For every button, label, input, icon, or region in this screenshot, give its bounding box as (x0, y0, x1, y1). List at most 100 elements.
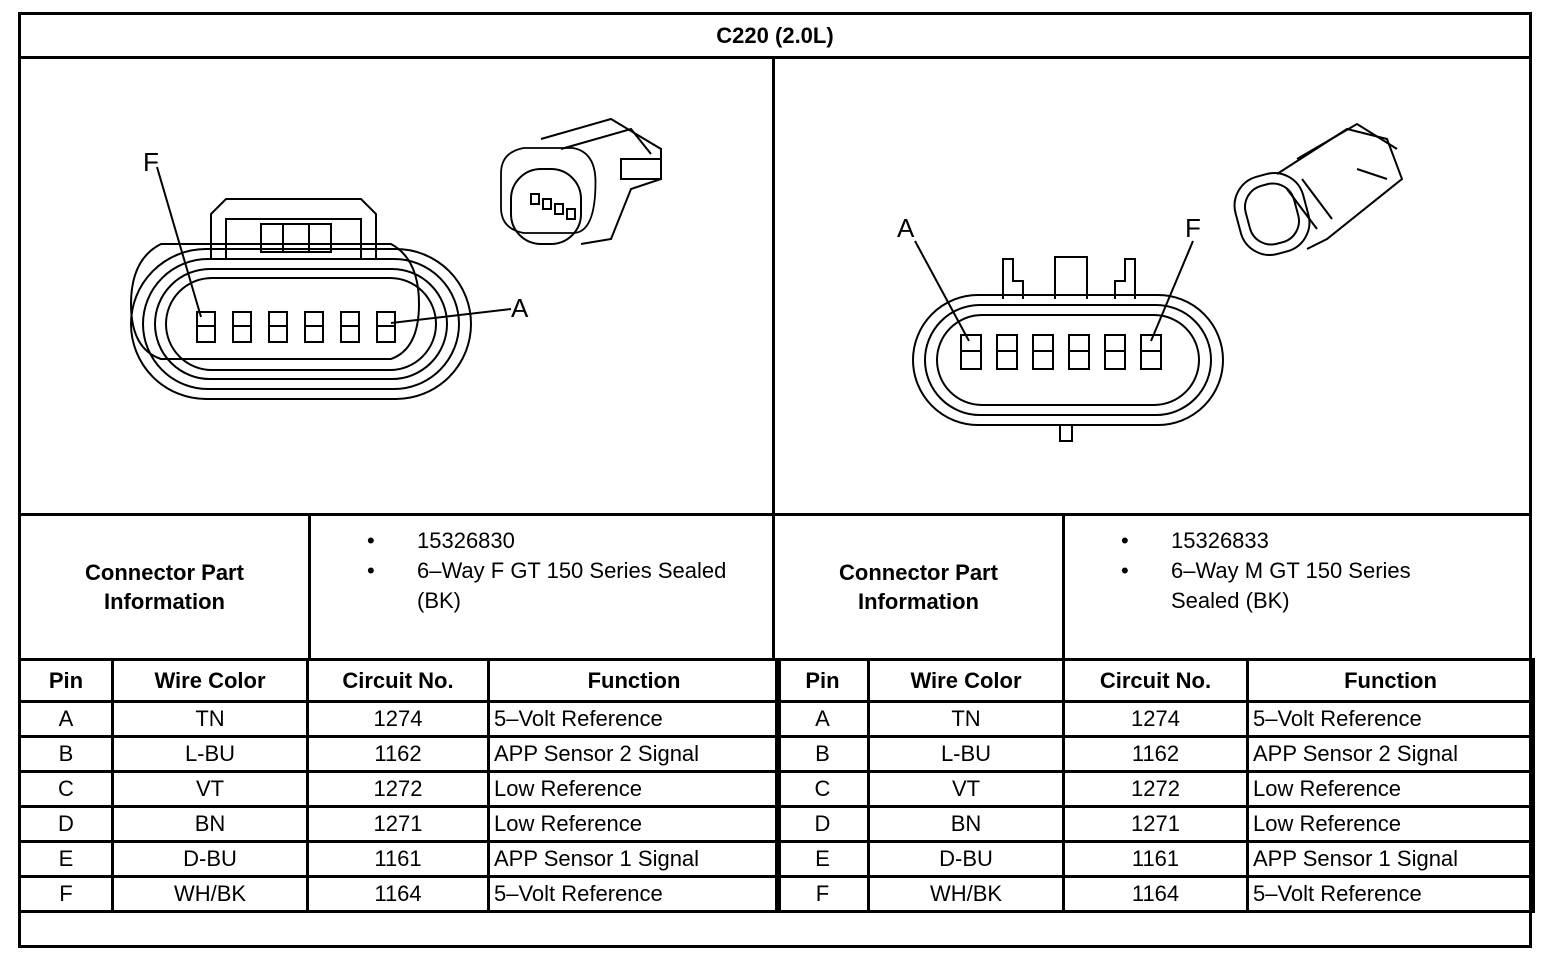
wire-color-cell: L-BU (111, 735, 309, 773)
male-connector-info: Connector Part Information 15326833 6–Wa… (775, 513, 1529, 658)
male-part-description-cont: Sealed (BK) (1171, 588, 1290, 613)
female-connector-info: Connector Part Information 15326830 6–Wa… (21, 513, 775, 658)
pin-cell: D (775, 805, 870, 843)
function-cell: Low Reference (1246, 805, 1535, 843)
connector-title: C220 (2.0L) (21, 15, 1529, 59)
header-wire-color: Wire Color (111, 658, 309, 703)
male-info-label: Connector Part Information (775, 516, 1065, 658)
pin-cell: E (18, 840, 114, 878)
table-header-row: Pin Wire Color Circuit No. Function (18, 658, 781, 703)
header-wire-color: Wire Color (867, 658, 1065, 703)
female-connector-panel: F A (21, 59, 775, 513)
circuit-no-cell: 1162 (1062, 735, 1249, 773)
function-cell: 5–Volt Reference (487, 875, 781, 913)
function-cell: Low Reference (1246, 770, 1535, 808)
wire-color-cell: D-BU (867, 840, 1065, 878)
wire-color-cell: TN (867, 700, 1065, 738)
wire-color-cell: TN (111, 700, 309, 738)
female-info-label: Connector Part Information (21, 516, 311, 658)
female-part-description-cont: (BK) (417, 588, 461, 613)
male-info-list: 15326833 6–Way M GT 150 Series Sealed (B… (1065, 516, 1411, 616)
female-part-description: 6–Way F GT 150 Series Sealed (311, 556, 726, 586)
male-part-number: 15326833 (1065, 526, 1411, 556)
function-cell: APP Sensor 1 Signal (1246, 840, 1535, 878)
function-cell: 5–Volt Reference (487, 700, 781, 738)
pin-cell: B (18, 735, 114, 773)
wire-color-cell: BN (111, 805, 309, 843)
wire-color-cell: VT (111, 770, 309, 808)
circuit-no-cell: 1162 (306, 735, 490, 773)
female-label-f: F (143, 147, 159, 177)
wire-color-cell: VT (867, 770, 1065, 808)
female-connector-3d-icon (500, 117, 662, 245)
function-cell: 5–Volt Reference (1246, 700, 1535, 738)
function-cell: APP Sensor 2 Signal (487, 735, 781, 773)
wire-color-cell: L-BU (867, 735, 1065, 773)
function-cell: Low Reference (487, 805, 781, 843)
circuit-no-cell: 1271 (306, 805, 490, 843)
female-connector-diagram: F A (129, 117, 662, 400)
pin-cell: C (18, 770, 114, 808)
function-cell: Low Reference (487, 770, 781, 808)
connector-sheet: C220 (2.0L) (18, 12, 1535, 948)
male-part-description: 6–Way M GT 150 Series (1065, 556, 1411, 586)
wire-color-cell: BN (867, 805, 1065, 843)
pin-cell: B (775, 735, 870, 773)
function-cell: APP Sensor 2 Signal (1246, 735, 1535, 773)
circuit-no-cell: 1272 (1062, 770, 1249, 808)
male-connector-3d-icon (1233, 122, 1404, 256)
circuit-no-cell: 1164 (306, 875, 490, 913)
female-pin-cavities (196, 311, 396, 343)
female-part-number: 15326830 (311, 526, 726, 556)
pin-cell: E (775, 840, 870, 878)
pin-cell: A (18, 700, 114, 738)
male-connector-face (912, 256, 1224, 442)
circuit-no-cell: 1272 (306, 770, 490, 808)
circuit-no-cell: 1271 (1062, 805, 1249, 843)
pin-cell: D (18, 805, 114, 843)
male-connector-panel: A F (775, 59, 1529, 513)
pin-cell: C (775, 770, 870, 808)
pin-cell: F (18, 875, 114, 913)
pin-cell: F (775, 875, 870, 913)
function-cell: 5–Volt Reference (1246, 875, 1535, 913)
circuit-no-cell: 1161 (1062, 840, 1249, 878)
wire-color-cell: WH/BK (111, 875, 309, 913)
wire-color-cell: D-BU (111, 840, 309, 878)
female-connector-face (129, 198, 472, 400)
header-circuit-no: Circuit No. (1062, 658, 1249, 703)
pin-cell: A (775, 700, 870, 738)
female-label-a: A (511, 293, 529, 323)
circuit-no-cell: 1161 (306, 840, 490, 878)
female-info-list: 15326830 6–Way F GT 150 Series Sealed (B… (311, 516, 726, 616)
header-pin: Pin (775, 658, 870, 703)
circuit-no-cell: 1274 (1062, 700, 1249, 738)
male-connector-diagram: A F (897, 122, 1404, 442)
header-circuit-no: Circuit No. (306, 658, 490, 703)
male-label-f: F (1185, 213, 1201, 243)
male-pin-cavities (960, 334, 1162, 370)
male-label-a: A (897, 213, 915, 243)
table-header-row: Pin Wire Color Circuit No. Function (775, 658, 1535, 703)
header-function: Function (1246, 658, 1535, 703)
header-function: Function (487, 658, 781, 703)
circuit-no-cell: 1274 (306, 700, 490, 738)
circuit-no-cell: 1164 (1062, 875, 1249, 913)
function-cell: APP Sensor 1 Signal (487, 840, 781, 878)
wire-color-cell: WH/BK (867, 875, 1065, 913)
header-pin: Pin (18, 658, 114, 703)
